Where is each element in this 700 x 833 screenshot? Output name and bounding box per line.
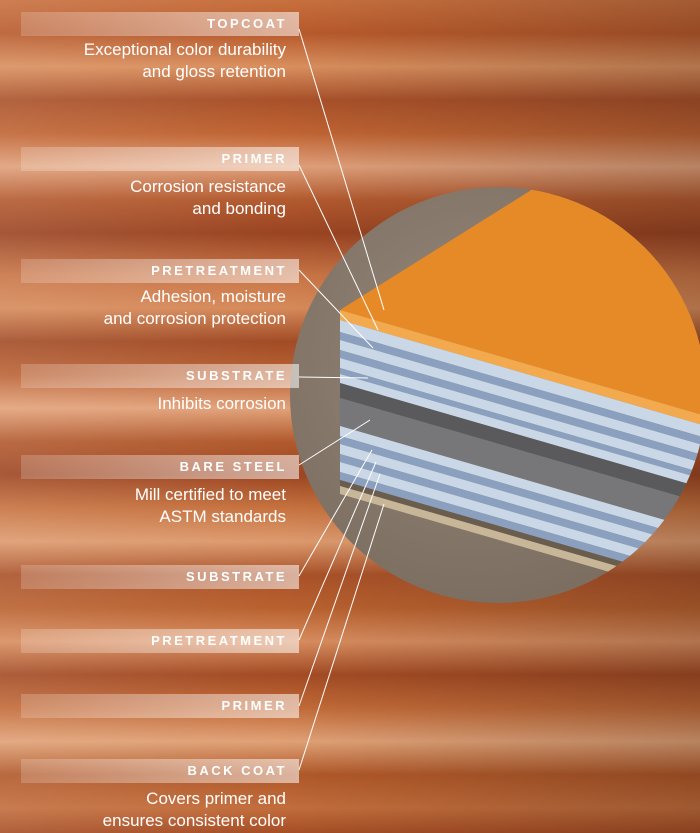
label-bare-steel: BARE STEEL: [21, 455, 299, 479]
desc-back-coat: Covers primer and ensures consistent col…: [102, 789, 286, 830]
label-topcoat: TOPCOAT: [21, 12, 299, 36]
layer-substrate-top: [340, 340, 700, 460]
layer-primer: [340, 320, 700, 442]
desc-bare-steel: Mill certified to meet ASTM standards: [134, 485, 286, 526]
desc-topcoat: Exceptional color durability and gloss r…: [83, 40, 286, 81]
layer-substrate-bottom: [340, 426, 700, 546]
label-back-coat: BACK COAT: [21, 759, 299, 783]
desc-substrate: Inhibits corrosion: [157, 394, 286, 413]
layer-pretreatment: [340, 332, 700, 450]
layer-stack: [340, 187, 700, 603]
leader-lines: [298, 28, 385, 771]
label-pretreatment: PRETREATMENT: [21, 259, 299, 283]
layer-topcoat-edge: [340, 310, 700, 430]
label-pretreatment-lower: PRETREATMENT: [21, 629, 299, 653]
label-primer: PRIMER: [21, 147, 299, 171]
desc-primer: Corrosion resistance and bonding: [130, 177, 286, 218]
layer-topcoat: [340, 187, 700, 420]
desc-pretreatment: Adhesion, moisture and corrosion protect…: [103, 287, 286, 328]
label-substrate-lower: SUBSTRATE: [21, 565, 299, 589]
layer-bare-steel: [340, 398, 700, 536]
label-substrate: SUBSTRATE: [21, 364, 299, 388]
layer-bare-steel-top: [340, 383, 700, 508]
label-primer-lower: PRIMER: [21, 694, 299, 718]
